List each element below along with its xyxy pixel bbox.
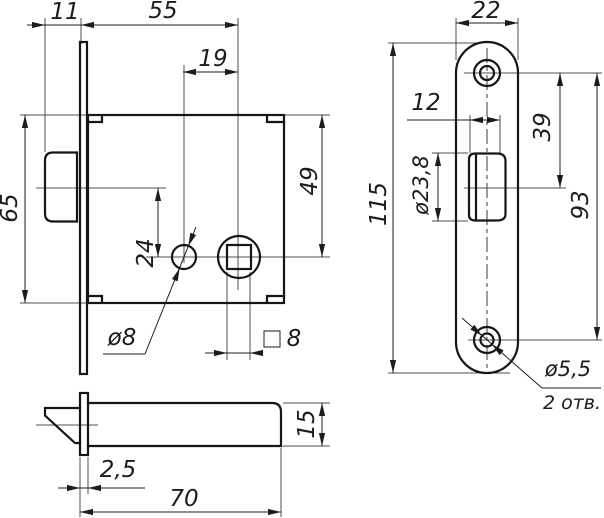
dim-label-15: 15 [294,409,320,438]
arrowhead [187,232,197,247]
dim-label-dia5-5: ø5,5 [544,357,591,381]
faceplate-edge [78,40,89,376]
dim-label-115: 115 [366,182,392,226]
holes-count-note: 2 отв. [543,392,601,414]
faceplate-outline [454,40,520,375]
corner-tab [86,114,104,124]
latch-bolt-top-view: 2,5 70 15 [36,391,330,517]
spindle-hole-8 [170,243,198,271]
lock-body-side-view: 11 55 19 65 24 49 ø8 8 [0,0,330,376]
dim-label-70: 70 [169,486,198,512]
corner-tab [86,294,104,304]
faceplate-front-view: 22 12 115 39 93 ø23,8 ø5,5 2 отв. [366,0,602,414]
bottom-screw-hole [479,332,495,348]
square-follower-hole [225,243,253,271]
faceplate-section [78,391,90,457]
top-screw-hole [478,64,496,82]
dim-label-55: 55 [148,0,177,24]
latch-arm-outline [86,401,283,448]
arrowhead [171,268,181,282]
dim-label-square8: 8 [287,326,302,352]
square-symbol [263,330,281,348]
dim-label-12: 12 [411,90,440,116]
dim-label-dia8: ø8 [107,325,137,351]
top-screw-countersink [472,58,502,88]
dim-label-24: 24 [133,238,159,267]
corner-tab [265,294,286,304]
dim-label-39: 39 [530,112,556,141]
dim-label-2-5: 2,5 [100,457,137,483]
latch-nose-bevel [43,406,82,445]
follower-circle [216,234,262,280]
dim-label-dia23-8: ø23,8 [409,155,433,216]
dim-label-11: 11 [50,0,79,25]
dim-label-93: 93 [568,190,594,219]
dim-label-65: 65 [0,193,23,222]
dim-label-49: 49 [297,166,323,195]
dim-label-19: 19 [198,46,227,72]
lock-body-outline [86,113,286,305]
leader-line-dia8 [144,226,197,355]
corner-tab [265,114,286,124]
latch-bolt-front [467,152,507,222]
bottom-screw-countersink [472,325,502,355]
latch-bolt-side [43,151,79,223]
dim-label-22: 22 [471,0,500,24]
